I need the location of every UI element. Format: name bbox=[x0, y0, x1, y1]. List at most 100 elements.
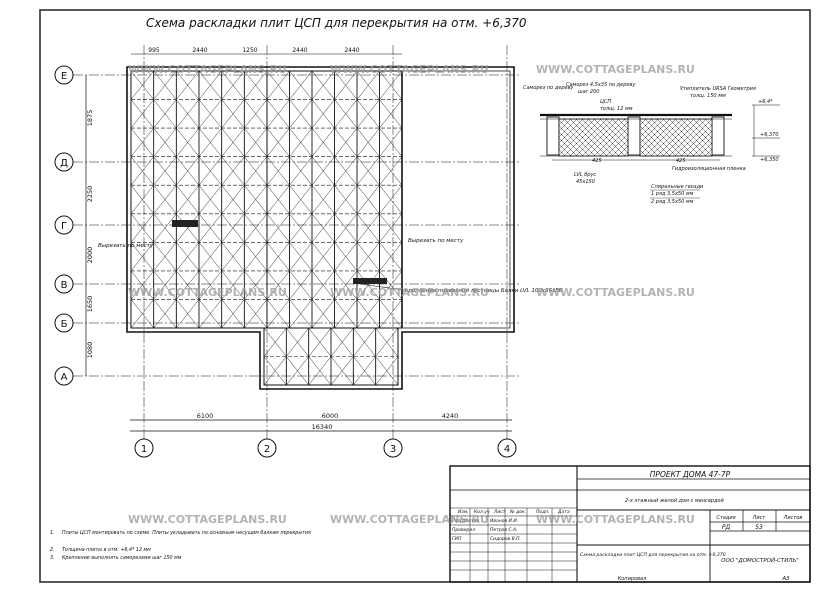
panel-diagonal bbox=[221, 185, 245, 214]
panel-diagonal bbox=[356, 70, 380, 100]
row-axis-d-label: Д bbox=[60, 158, 68, 169]
panel-diagonal bbox=[176, 99, 200, 129]
section-label-csp: ЦСП bbox=[600, 99, 611, 105]
col-axes: 1 2 3 4 bbox=[134, 438, 517, 458]
panel-diagonal bbox=[311, 70, 335, 100]
panel-diagonal bbox=[198, 70, 222, 100]
watermark-9: WWW.COTTAGEPLANS.RU bbox=[536, 513, 695, 526]
note-3: Крепление выполнять саморезами шаг 150 м… bbox=[62, 555, 182, 561]
panel-diagonal bbox=[176, 127, 200, 157]
panel-diagonal bbox=[130, 213, 154, 243]
section-label-lvl: LVL брус bbox=[574, 172, 596, 178]
building-name: 2-х этажный жилой дом с мансардой bbox=[625, 498, 724, 504]
note-1: Плиты ЦСП монтировать по схеме. Плиты ук… bbox=[62, 530, 311, 536]
panel-diagonal bbox=[176, 156, 200, 186]
panel-diagonal bbox=[266, 242, 290, 272]
panel-diagonal bbox=[330, 356, 354, 386]
panel-diagonal bbox=[289, 99, 313, 129]
section-label-screw: Саморез по дереву bbox=[523, 85, 575, 91]
panel-diagonal bbox=[198, 99, 222, 129]
section-label-nails-2: 2 ряд 3,5х50 мм bbox=[651, 199, 694, 205]
section-label-lvl-size: 45х150 bbox=[576, 179, 595, 185]
row-axis-g-label: Г bbox=[61, 221, 67, 232]
opening-left-label: Вырезать по месту bbox=[98, 243, 154, 249]
panel-diagonal bbox=[130, 156, 154, 186]
panel-diagonal bbox=[130, 99, 154, 129]
panel-diagonal bbox=[130, 242, 154, 272]
col-axis-1-bubble bbox=[134, 438, 154, 458]
panel-diagonal bbox=[221, 156, 245, 186]
col-dim-overall: 16340 bbox=[312, 423, 333, 431]
section-label-csp-thk: толщ. 12 мм bbox=[600, 106, 633, 112]
panel-diagonal bbox=[221, 99, 245, 129]
panel-diagonal bbox=[198, 127, 222, 157]
panel-diagonal bbox=[311, 270, 335, 300]
panel-diagonal bbox=[334, 99, 358, 129]
panel-diagonal bbox=[311, 156, 335, 186]
panel-diagonal bbox=[221, 127, 245, 157]
panel-diagonal bbox=[311, 127, 335, 157]
panel-diagonal bbox=[379, 270, 403, 300]
panel-diagonal bbox=[353, 327, 376, 357]
col-head-6: Дата bbox=[557, 509, 570, 515]
top-dim-d: 2440 bbox=[292, 47, 307, 54]
panel-diagonal bbox=[334, 242, 358, 272]
top-dimensions: 995 2440 1250 2440 2440 bbox=[131, 47, 402, 55]
role-1: Разработал bbox=[452, 518, 479, 524]
panel-diagonal bbox=[221, 70, 245, 100]
col-axis-2-label: 2 bbox=[264, 444, 270, 455]
panel-diagonal bbox=[289, 270, 313, 300]
panel-diagonal bbox=[266, 270, 290, 300]
panel-diagonal bbox=[130, 70, 154, 100]
sheet-title-block: Схема раскладки плит ЦСП для перекрытия … bbox=[580, 552, 726, 558]
panel-diagonal bbox=[198, 156, 222, 186]
panel-diagonal bbox=[334, 270, 358, 300]
col-dim-2: 6000 bbox=[322, 412, 339, 420]
section-labels: Саморез по дереву Саморез 4,5х35 по дере… bbox=[523, 82, 780, 205]
col-dim-1: 6100 bbox=[197, 412, 214, 420]
section-label-film: Гидроизоляционная пленка bbox=[672, 166, 746, 172]
panel-diagonal bbox=[176, 242, 200, 272]
watermark-8: WWW.COTTAGEPLANS.RU bbox=[330, 513, 489, 526]
col-head-1: Изм. bbox=[458, 509, 469, 515]
title-block bbox=[449, 465, 811, 583]
panel-diagonal bbox=[244, 242, 268, 272]
panel-diagonal bbox=[153, 70, 177, 100]
col-dim-3: 4240 bbox=[442, 412, 459, 420]
panel-diagonal bbox=[353, 356, 376, 386]
panel-diagonal bbox=[244, 156, 268, 186]
watermark-6: WWW.COTTAGEPLANS.RU bbox=[536, 286, 695, 299]
grid-lines bbox=[73, 45, 520, 439]
row-axis-a-label: А bbox=[61, 372, 68, 383]
sheet-frame bbox=[39, 9, 811, 583]
panel-diagonal bbox=[289, 156, 313, 186]
stage-label: Стадия bbox=[716, 515, 735, 521]
row-axis-v-label: В bbox=[61, 280, 68, 291]
panel-diagonal bbox=[176, 185, 200, 214]
panel-diagonal bbox=[176, 299, 200, 329]
col-head-4: № док. bbox=[509, 509, 526, 515]
floor-plan bbox=[126, 66, 515, 390]
panel-diagonal bbox=[198, 242, 222, 272]
panel-diagonal bbox=[379, 213, 403, 243]
section-joist-left bbox=[546, 116, 560, 156]
panel-diagonal bbox=[266, 70, 290, 100]
panel-diagonal bbox=[289, 185, 313, 214]
section-joist-right bbox=[711, 116, 725, 156]
panel-diagonal bbox=[244, 270, 268, 300]
panel-diagonal bbox=[286, 327, 309, 357]
panel-diagonal bbox=[244, 299, 268, 329]
row-axis-b-label: Б bbox=[61, 319, 68, 330]
panel-diagonal bbox=[379, 156, 403, 186]
panel-diagonal bbox=[176, 213, 200, 243]
section-dim-1: 425 bbox=[592, 158, 602, 164]
general-notes: 1. Плиты ЦСП монтировать по схеме. Плиты… bbox=[50, 530, 311, 561]
role-2-name: Петров С.А. bbox=[490, 527, 518, 533]
section-label-screw2: Саморез 4,5х35 по дереву bbox=[566, 82, 636, 88]
panel-diagonal bbox=[308, 327, 332, 357]
title-block-grid bbox=[450, 507, 577, 582]
note-2: Толщина плиты в отм. +6,4* 12 мм bbox=[62, 547, 151, 553]
panel-diagonal bbox=[289, 213, 313, 243]
top-dim-a: 995 bbox=[148, 47, 160, 54]
